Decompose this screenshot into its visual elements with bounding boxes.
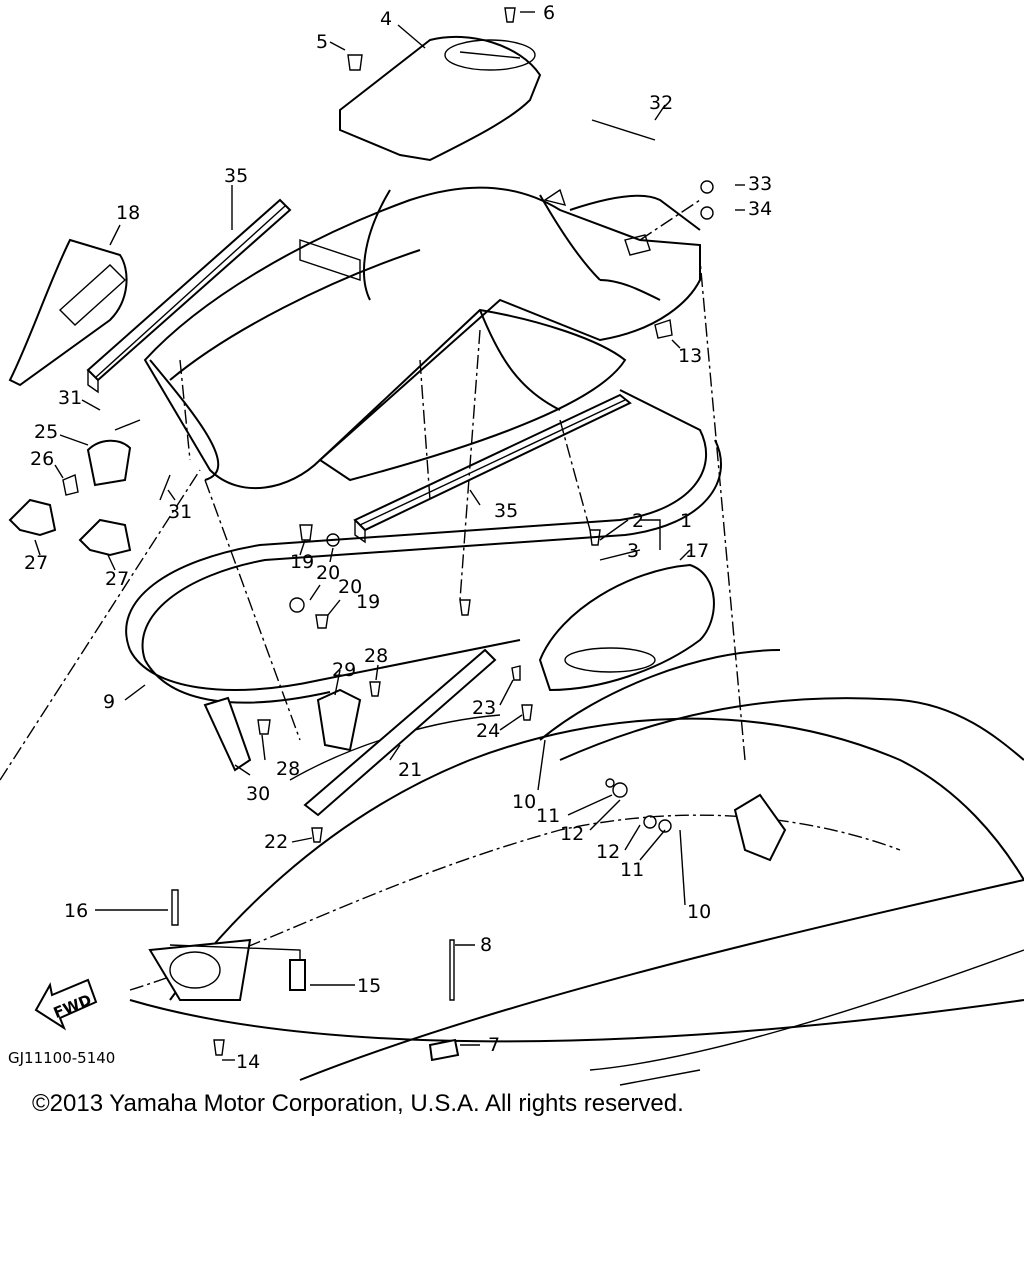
support-stay	[303, 648, 497, 817]
callout-6: 6	[543, 2, 555, 24]
fwd-arrow-icon: FWD	[34, 978, 98, 1031]
callout-28-upper: 28	[364, 645, 388, 667]
steering-cover	[339, 36, 542, 162]
callout-11-lower: 11	[620, 859, 644, 881]
callout-2: 2	[632, 510, 644, 532]
callout-23: 23	[472, 697, 496, 719]
callout-16: 16	[64, 900, 88, 922]
callout-15: 15	[357, 975, 381, 997]
gunwale-bumper	[125, 389, 722, 704]
rub-rail-left	[86, 198, 292, 394]
callout-27-right: 27	[105, 568, 129, 590]
callout-32: 32	[649, 92, 673, 114]
storage-cover	[318, 308, 627, 482]
callout-18: 18	[116, 202, 140, 224]
callout-5: 5	[316, 31, 328, 53]
callout-35-upper: 35	[224, 165, 248, 187]
callout-14: 14	[236, 1051, 260, 1073]
callout-34: 34	[748, 198, 772, 220]
fasteners	[62, 7, 714, 1062]
callout-12-lower: 12	[596, 841, 620, 863]
callout-13: 13	[678, 345, 702, 367]
callout-19-lower: 19	[356, 591, 380, 613]
bow-cleat	[148, 938, 252, 1001]
callout-9: 9	[103, 691, 115, 713]
callout-10-lower: 10	[687, 901, 711, 923]
callout-8: 8	[480, 934, 492, 956]
hood-panel	[8, 238, 128, 387]
callout-12-upper: 12	[560, 823, 584, 845]
deck-shell	[143, 186, 701, 490]
callout-19-upper: 19	[290, 551, 314, 573]
callout-21: 21	[398, 759, 422, 781]
callout-4: 4	[380, 8, 392, 30]
callout-3: 3	[627, 540, 639, 562]
reference-lines	[0, 199, 746, 781]
callout-30: 30	[246, 783, 270, 805]
hinge-left	[8, 498, 57, 537]
leader-lines	[34, 11, 745, 1061]
drawing-code: GJ11100-5140	[8, 1049, 115, 1067]
callout-1: 1	[680, 510, 692, 532]
callout-27-left: 27	[24, 552, 48, 574]
hinge-right	[78, 518, 132, 557]
callout-7: 7	[488, 1034, 500, 1056]
bracket-plate-30	[203, 696, 252, 772]
hull-outline	[129, 649, 1024, 1086]
callout-35-lower: 35	[494, 500, 518, 522]
callout-labels: 1 2 3 4 5 6 7 8 9 10 10 11 11 12 12 13 1…	[24, 2, 772, 1073]
latch-handle	[86, 439, 132, 487]
callout-31-lower: 31	[168, 501, 192, 523]
exploded-parts-diagram: FWD GJ11100-5140 1 2 3 4 5 6 7 8 9 10 10…	[0, 2, 1024, 1086]
callout-17: 17	[685, 540, 709, 562]
seat	[538, 563, 715, 692]
callout-11-upper: 11	[536, 805, 560, 827]
callout-20-lower: 20	[338, 576, 362, 598]
bracket-plate-29	[316, 688, 362, 752]
callout-31-upper: 31	[58, 387, 82, 409]
callout-29: 29	[332, 659, 356, 681]
callout-33: 33	[748, 173, 772, 195]
callout-28-lower: 28	[276, 758, 300, 780]
callout-25: 25	[34, 421, 58, 443]
copyright-notice: ©2013 Yamaha Motor Corporation, U.S.A. A…	[32, 1090, 684, 1117]
callout-20-upper: 20	[316, 562, 340, 584]
side-bracket	[733, 793, 787, 862]
callout-26: 26	[30, 448, 54, 470]
rub-rail-right	[353, 393, 632, 544]
callout-22: 22	[264, 831, 288, 853]
callout-10-upper: 10	[512, 791, 536, 813]
callout-24: 24	[476, 720, 500, 742]
